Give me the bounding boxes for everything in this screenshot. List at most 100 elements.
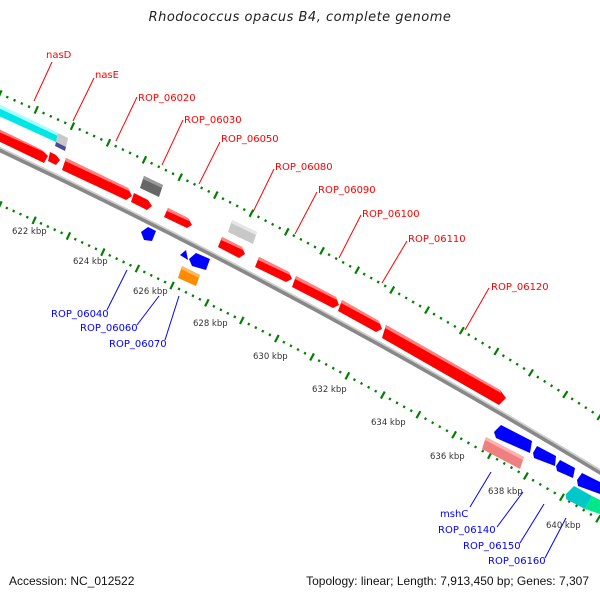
minor-tick	[376, 280, 380, 284]
scale-label: 634 kbp	[371, 418, 406, 428]
minor-tick	[128, 263, 132, 267]
label-ROP_06090[interactable]: ROP_06090	[318, 185, 376, 196]
minor-tick	[78, 127, 82, 131]
gene-ROP_06080[interactable]	[228, 220, 257, 244]
minor-tick	[481, 341, 485, 345]
minor-tick	[453, 324, 457, 329]
minor-tick	[25, 215, 29, 219]
label-ROP_06150[interactable]: ROP_06150	[463, 541, 521, 552]
gene-ROP_06100[interactable]	[255, 257, 292, 282]
minor-tick	[94, 247, 98, 251]
major-tick	[319, 246, 325, 255]
label-ROP_06040[interactable]: ROP_06040	[51, 309, 109, 320]
gene-ROP_06120[interactable]	[382, 325, 506, 405]
gene-ROP_06040[interactable]	[141, 227, 156, 241]
label-ROP_06110[interactable]: ROP_06110	[408, 234, 466, 245]
label-ROP_06060[interactable]: ROP_06060	[80, 323, 138, 334]
gene-ROP_06070[interactable]	[178, 266, 200, 286]
major-tick	[415, 410, 422, 419]
gene-mshC[interactable]	[482, 437, 524, 469]
label-ROP_06120[interactable]: ROP_06120	[491, 282, 549, 293]
minor-tick	[509, 466, 514, 470]
gene-ROP_06140-a[interactable]	[494, 425, 532, 453]
label-nasD[interactable]: nasD	[46, 50, 72, 61]
gene-ROP_06060-small[interactable]	[180, 250, 188, 260]
label-ROP_06030[interactable]: ROP_06030	[184, 115, 242, 126]
minor-tick	[92, 134, 96, 138]
major-tick	[389, 285, 396, 294]
label-ROP_06020[interactable]: ROP_06020	[138, 93, 196, 104]
gene-ROP_06160[interactable]	[566, 486, 600, 514]
label-ROP_06140[interactable]: ROP_06140	[438, 525, 496, 536]
major-tick	[239, 316, 245, 325]
major-tick	[0, 89, 3, 97]
label-ROP_06100[interactable]: ROP_06100	[362, 209, 420, 220]
major-tick	[522, 472, 529, 481]
gene-ROP_06110[interactable]	[338, 300, 382, 332]
gene-ROP_06140[interactable]	[533, 446, 556, 466]
minor-tick	[142, 270, 146, 274]
scale-label: 624 kbp	[73, 257, 108, 267]
minor-tick	[150, 161, 154, 165]
minor-tick	[271, 222, 275, 226]
minor-tick	[515, 362, 519, 366]
scale-label: 638 kbp	[488, 487, 523, 497]
minor-tick	[256, 215, 261, 219]
minor-tick	[334, 256, 338, 261]
gene-ROP_06020[interactable]	[62, 158, 132, 200]
major-tick	[69, 122, 76, 131]
minor-tick	[185, 179, 189, 183]
minor-tick	[397, 292, 401, 296]
major-tick	[309, 352, 315, 362]
minor-tick	[570, 397, 574, 401]
minor-tick	[423, 417, 428, 421]
label-ROP_06160[interactable]: ROP_06160	[488, 556, 546, 567]
minor-tick	[556, 388, 560, 392]
gene-ROP_06020-small[interactable]	[48, 152, 60, 165]
minor-tick	[46, 224, 50, 229]
minor-tick	[87, 244, 91, 248]
minor-tick	[12, 209, 16, 213]
minor-tick	[122, 260, 126, 264]
gene-ROP_06050-small[interactable]	[131, 193, 152, 210]
minor-tick	[282, 340, 286, 344]
scale-label: 636 kbp	[430, 452, 465, 462]
minor-tick	[99, 137, 103, 141]
label-mshC[interactable]: mshC	[440, 509, 468, 520]
label-nasE[interactable]: nasE	[95, 70, 119, 81]
scale-label: 632 kbp	[312, 385, 347, 395]
gene-ROP_06090[interactable]	[218, 237, 245, 258]
minor-tick	[331, 366, 335, 370]
minor-tick	[299, 237, 303, 241]
major-tick	[204, 298, 210, 307]
minor-tick	[445, 429, 449, 433]
gene-nasE[interactable]	[0, 125, 48, 163]
minor-tick	[268, 333, 272, 337]
gene-ROP_06110-a[interactable]	[292, 276, 339, 308]
minor-tick	[184, 290, 188, 294]
minor-tick	[85, 131, 89, 135]
gene-ROP_06150[interactable]	[556, 460, 575, 478]
minor-tick	[341, 260, 345, 264]
scale-labels: 622 kbp 624 kbp 626 kbp 628 kbp 630 kbp …	[12, 227, 581, 531]
minor-tick	[261, 329, 265, 333]
minor-tick	[73, 237, 77, 241]
label-ROP_06050[interactable]: ROP_06050	[221, 134, 279, 145]
minor-tick	[108, 253, 112, 257]
minor-tick	[42, 111, 46, 115]
label-ROP_06070[interactable]: ROP_06070	[109, 339, 167, 350]
major-tick	[283, 227, 290, 236]
gene-ROP_06030[interactable]	[140, 176, 163, 197]
minor-tick	[115, 257, 119, 261]
major-tick	[100, 248, 106, 257]
reverse-labels: ROP_06040 ROP_06060 ROP_06070 mshC ROP_0…	[51, 269, 567, 567]
gene-nasD[interactable]	[0, 100, 68, 151]
minor-tick	[121, 148, 125, 152]
gene-ROP_06050[interactable]	[164, 208, 192, 228]
minor-tick	[324, 362, 328, 367]
major-tick	[424, 306, 431, 315]
label-ROP_06080[interactable]: ROP_06080	[275, 162, 333, 173]
gene-ROP_06150-b[interactable]	[577, 473, 600, 494]
gene-ROP_06060[interactable]	[189, 253, 210, 270]
minor-tick	[128, 151, 132, 155]
